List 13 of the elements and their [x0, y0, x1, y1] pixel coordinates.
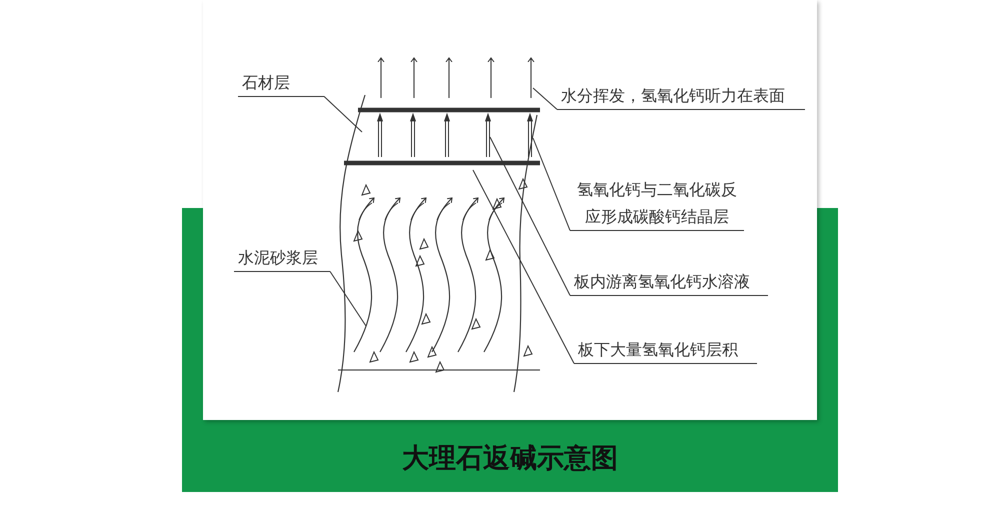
- callout-label: 水泥砂浆层: [234, 244, 330, 272]
- callout-label: 石材层: [238, 69, 324, 97]
- callout-label: 水分挥发，氢氧化钙听力在表面: [557, 82, 805, 110]
- callout-label: 板内游离氢氧化钙水溶液: [570, 268, 768, 296]
- leader-line: [490, 136, 570, 296]
- leader-line: [330, 270, 366, 326]
- callout-label: 板下大量氢氧化钙层积: [574, 336, 757, 364]
- leader-line: [472, 170, 574, 364]
- leader-line: [532, 138, 570, 231]
- leader-line: [324, 96, 362, 132]
- leader-line: [532, 88, 558, 110]
- diagram-title: 大理石返碱示意图: [401, 442, 619, 476]
- callout-label: 氢氧化钙与二氧化碳反应形成碳酸钙结晶层: [570, 176, 744, 231]
